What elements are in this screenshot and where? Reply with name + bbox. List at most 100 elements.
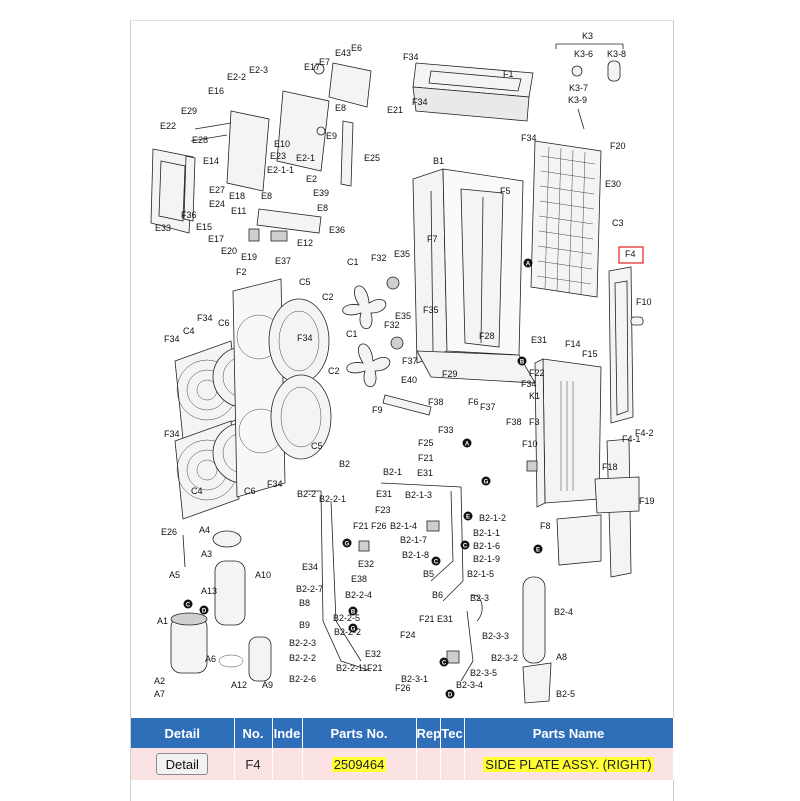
part-label: K3-6 bbox=[574, 49, 593, 59]
part-label: F35 bbox=[423, 305, 439, 315]
part-label: E6 bbox=[351, 43, 362, 53]
part-label: E2-2 bbox=[227, 72, 246, 82]
part-label: A8 bbox=[556, 652, 567, 662]
detail-button[interactable]: Detail bbox=[156, 753, 209, 775]
part-label: F22 bbox=[529, 368, 545, 378]
part-label: E32 bbox=[358, 559, 374, 569]
part-label: F34 bbox=[197, 313, 213, 323]
receiver-shape bbox=[522, 576, 552, 704]
part-label: K3-8 bbox=[607, 49, 626, 59]
part-label: B2-1-7 bbox=[400, 535, 427, 545]
part-label: F6 bbox=[468, 397, 479, 407]
part-label: F4 bbox=[625, 249, 636, 259]
marker-letter: C bbox=[463, 544, 468, 550]
part-label: A4 bbox=[199, 525, 210, 535]
part-label: F14 bbox=[565, 339, 581, 349]
part-label: B2-1 bbox=[383, 467, 402, 477]
part-label: B2-1-9 bbox=[473, 554, 500, 564]
part-label: E15 bbox=[196, 222, 212, 232]
part-label: E30 bbox=[605, 179, 621, 189]
part-label: E27 bbox=[209, 185, 225, 195]
part-label: F38 bbox=[506, 417, 522, 427]
part-label: E31 bbox=[376, 489, 392, 499]
part-label: E19 bbox=[241, 252, 257, 262]
compressor-shape bbox=[170, 530, 272, 682]
part-label: B2-2-2 bbox=[289, 653, 316, 663]
part-label: E7 bbox=[319, 57, 330, 67]
marker-letter: B bbox=[351, 610, 356, 616]
part-label: C1 bbox=[346, 329, 358, 339]
part-label: F5 bbox=[500, 186, 511, 196]
marker-letter: G bbox=[345, 542, 350, 548]
part-label: E39 bbox=[313, 188, 329, 198]
part-label: B2-2-1 bbox=[319, 494, 346, 504]
part-label: E36 bbox=[329, 225, 345, 235]
marker-dot bbox=[481, 476, 491, 486]
marker-dot bbox=[431, 556, 441, 566]
part-label: E22 bbox=[160, 121, 176, 131]
part-label: F25 bbox=[418, 438, 434, 448]
part-label: F34 bbox=[297, 333, 313, 343]
no-cell: F4 bbox=[234, 748, 273, 780]
part-label: E35 bbox=[395, 311, 411, 321]
part-label: B5 bbox=[423, 569, 434, 579]
part-label: F34 bbox=[521, 379, 537, 389]
part-label: E20 bbox=[221, 246, 237, 256]
part-label: B2-2-2 bbox=[334, 627, 361, 637]
part-label: F34 bbox=[164, 334, 180, 344]
connection-marker: E bbox=[463, 511, 473, 521]
parts-name-value: SIDE PLATE ASSY. (RIGHT) bbox=[483, 756, 654, 772]
connection-marker: G bbox=[348, 623, 358, 633]
part-label: A7 bbox=[154, 689, 165, 699]
marker-letter: C bbox=[186, 603, 191, 609]
part-label: E24 bbox=[209, 199, 225, 209]
part-label: F8 bbox=[540, 521, 551, 531]
marker-dot bbox=[439, 657, 449, 667]
marker-dot bbox=[460, 540, 470, 550]
connection-marker: B bbox=[517, 356, 527, 366]
part-label: B2-2-11 bbox=[336, 663, 367, 673]
part-label: B2-2-3 bbox=[289, 638, 316, 648]
parts-no-value: 2509464 bbox=[331, 756, 387, 772]
part-label: F34 bbox=[164, 429, 180, 439]
marker-dot bbox=[342, 538, 352, 548]
part-label: E17 bbox=[208, 234, 224, 244]
part-label: B2-5 bbox=[556, 689, 575, 699]
part-label: F3 bbox=[529, 417, 540, 427]
part-label: K3-9 bbox=[568, 95, 587, 105]
selection-box bbox=[618, 246, 644, 264]
part-label: E17 bbox=[304, 62, 320, 72]
part-label: E25 bbox=[364, 153, 380, 163]
part-label: E28 bbox=[192, 135, 208, 145]
part-number-label: F4 bbox=[245, 756, 261, 772]
part-label: F33 bbox=[438, 425, 454, 435]
side-plate-f4-shape bbox=[608, 246, 644, 424]
col-header-index: Inde bbox=[272, 718, 303, 748]
part-label: C1 bbox=[347, 257, 359, 267]
parts-table: Detail No. Inde Parts No. Rep Tec Parts … bbox=[131, 718, 674, 780]
part-label: B2-2-5 bbox=[333, 613, 360, 623]
part-label: F38 bbox=[428, 397, 444, 407]
part-label: F21 bbox=[367, 663, 383, 673]
part-label: A1 bbox=[157, 616, 168, 626]
part-label: E12 bbox=[297, 238, 313, 248]
part-label: F32 bbox=[384, 320, 400, 330]
part-label: E35 bbox=[394, 249, 410, 259]
part-label: A5 bbox=[169, 570, 180, 580]
part-label: B2-2 bbox=[297, 489, 316, 499]
part-label: E29 bbox=[181, 106, 197, 116]
piping-shape bbox=[306, 482, 483, 682]
part-label: B9 bbox=[299, 620, 310, 630]
part-label: E40 bbox=[401, 375, 417, 385]
main-frame-shape bbox=[412, 168, 536, 384]
part-label: F24 bbox=[400, 630, 416, 640]
tec-cell bbox=[440, 748, 465, 780]
part-label: B8 bbox=[299, 598, 310, 608]
part-label: B2-2-7 bbox=[296, 584, 323, 594]
k3-parts-shape bbox=[555, 43, 624, 130]
part-label: B2-3-3 bbox=[482, 631, 509, 641]
part-label: E11 bbox=[231, 206, 246, 216]
connection-marker: G bbox=[481, 476, 491, 486]
marker-dot bbox=[523, 258, 533, 268]
